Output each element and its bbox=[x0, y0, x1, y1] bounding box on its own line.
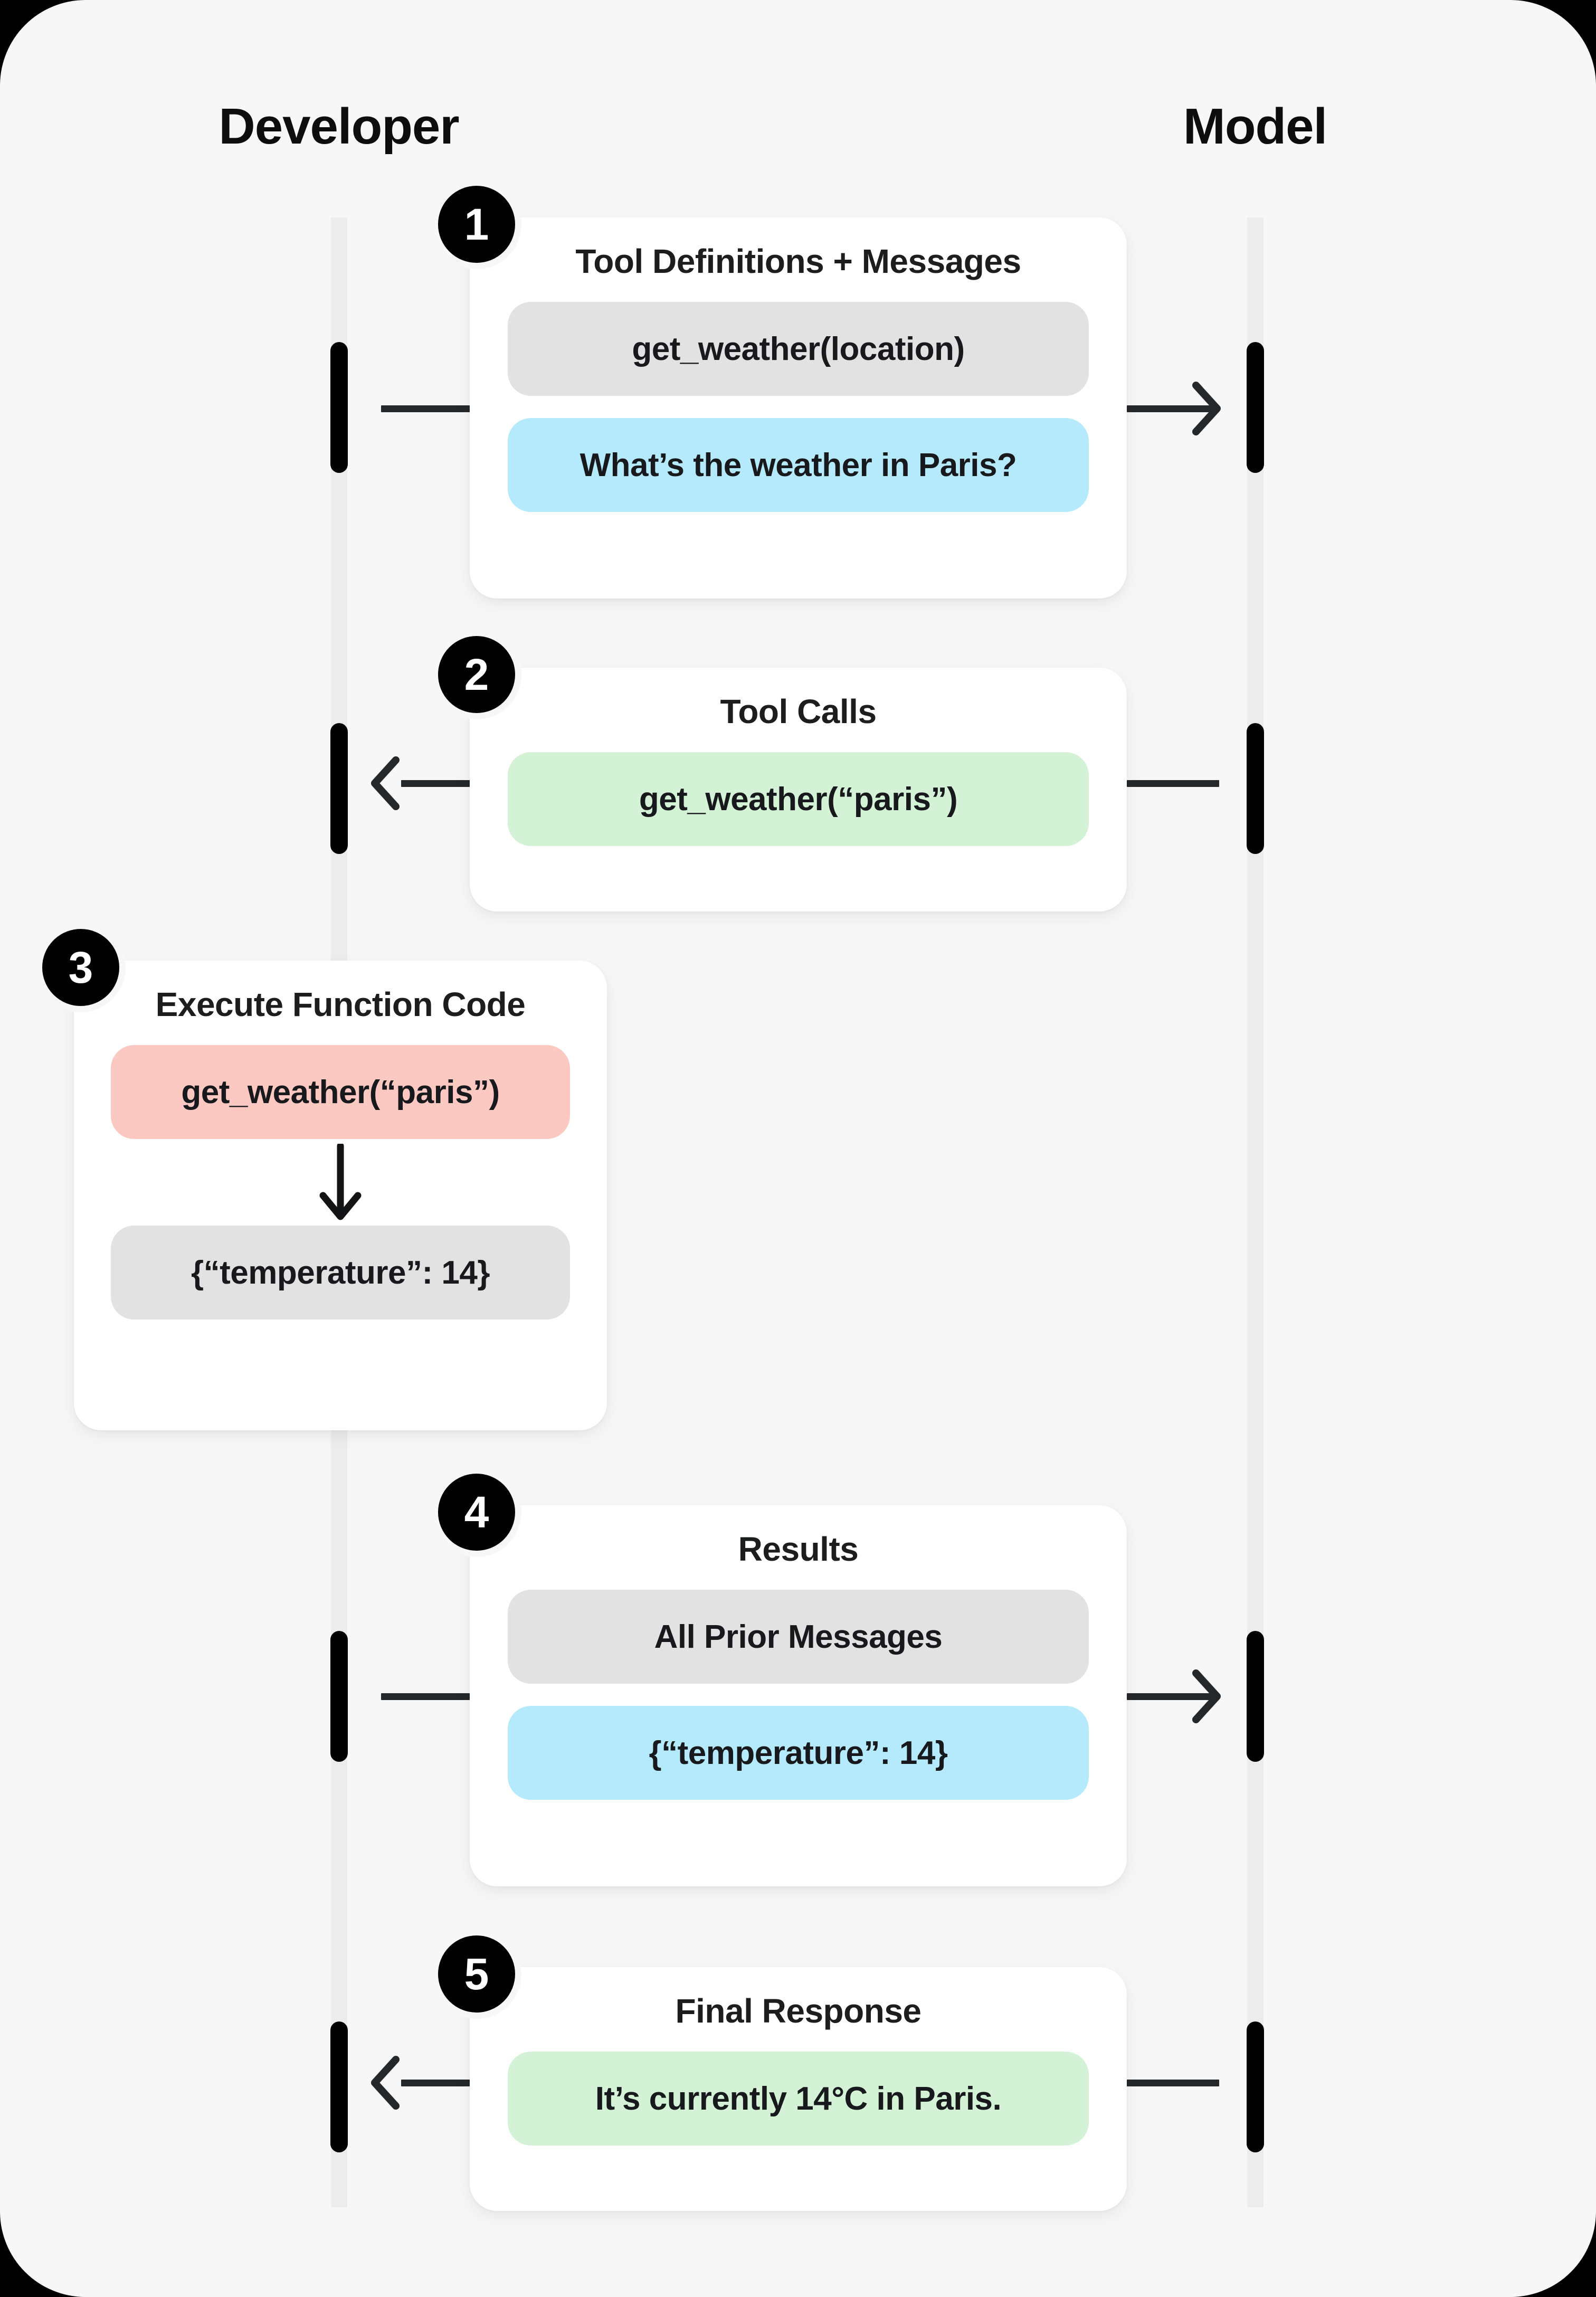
step-badge-4: 4 bbox=[432, 1467, 521, 1557]
connector-line-step-2-right bbox=[1127, 780, 1219, 787]
pill-tool-result-message: {“temperature”: 14} bbox=[508, 1706, 1089, 1800]
activation-bar-model-step-1 bbox=[1247, 342, 1264, 473]
connector-line-step-5-right bbox=[1127, 2080, 1219, 2086]
connector-line-step-1-left bbox=[381, 405, 470, 412]
pill-final-response: It’s currently 14°C in Paris. bbox=[508, 2052, 1089, 2146]
pill-function-invocation: get_weather(“paris”) bbox=[111, 1045, 570, 1139]
activation-bar-model-step-2 bbox=[1247, 723, 1264, 854]
column-header-model: Model bbox=[1183, 98, 1327, 155]
card-title-step-4: Results bbox=[738, 1530, 859, 1568]
step-badge-5: 5 bbox=[432, 1929, 521, 2019]
arrow-down-icon-step-3 bbox=[111, 1143, 570, 1222]
card-step-4: Results All Prior Messages {“temperature… bbox=[470, 1505, 1127, 1886]
step-badge-3: 3 bbox=[36, 923, 126, 1012]
card-step-2: Tool Calls get_weather(“paris”) bbox=[470, 668, 1127, 912]
pill-function-result: {“temperature”: 14} bbox=[111, 1226, 570, 1320]
card-title-step-1: Tool Definitions + Messages bbox=[575, 242, 1021, 280]
arrow-left-icon-step-5 bbox=[369, 2054, 400, 2111]
card-step-5: Final Response It’s currently 14°C in Pa… bbox=[470, 1967, 1127, 2211]
pill-tool-call: get_weather(“paris”) bbox=[508, 752, 1089, 846]
connector-line-step-5-left bbox=[401, 2080, 470, 2086]
card-step-3: Execute Function Code get_weather(“paris… bbox=[74, 961, 607, 1430]
connector-line-step-4-left bbox=[381, 1693, 470, 1700]
card-step-1: Tool Definitions + Messages get_weather(… bbox=[470, 217, 1127, 599]
arrow-left-icon-step-2 bbox=[369, 755, 400, 812]
activation-bar-developer-step-1 bbox=[330, 342, 348, 473]
lifeline-model bbox=[1247, 217, 1264, 2207]
step-badge-1: 1 bbox=[432, 179, 521, 269]
card-title-step-2: Tool Calls bbox=[720, 692, 877, 730]
connector-line-step-1-right bbox=[1127, 405, 1219, 412]
arrow-right-icon-step-4 bbox=[1192, 1668, 1222, 1725]
connector-line-step-4-right bbox=[1127, 1693, 1219, 1700]
pill-user-message: What’s the weather in Paris? bbox=[508, 418, 1089, 512]
activation-bar-developer-step-4 bbox=[330, 1631, 348, 1762]
column-header-developer: Developer bbox=[218, 98, 459, 155]
activation-bar-model-step-5 bbox=[1247, 2021, 1264, 2152]
card-title-step-3: Execute Function Code bbox=[155, 985, 526, 1023]
step-badge-2: 2 bbox=[432, 630, 521, 719]
activation-bar-model-step-4 bbox=[1247, 1631, 1264, 1762]
card-title-step-5: Final Response bbox=[675, 1992, 922, 2030]
connector-line-step-2-left bbox=[401, 780, 470, 787]
arrow-right-icon-step-1 bbox=[1192, 380, 1222, 437]
activation-bar-developer-step-5 bbox=[330, 2021, 348, 2152]
activation-bar-developer-step-2 bbox=[330, 723, 348, 854]
pill-all-prior-messages: All Prior Messages bbox=[508, 1590, 1089, 1684]
pill-tool-definition: get_weather(location) bbox=[508, 302, 1089, 396]
